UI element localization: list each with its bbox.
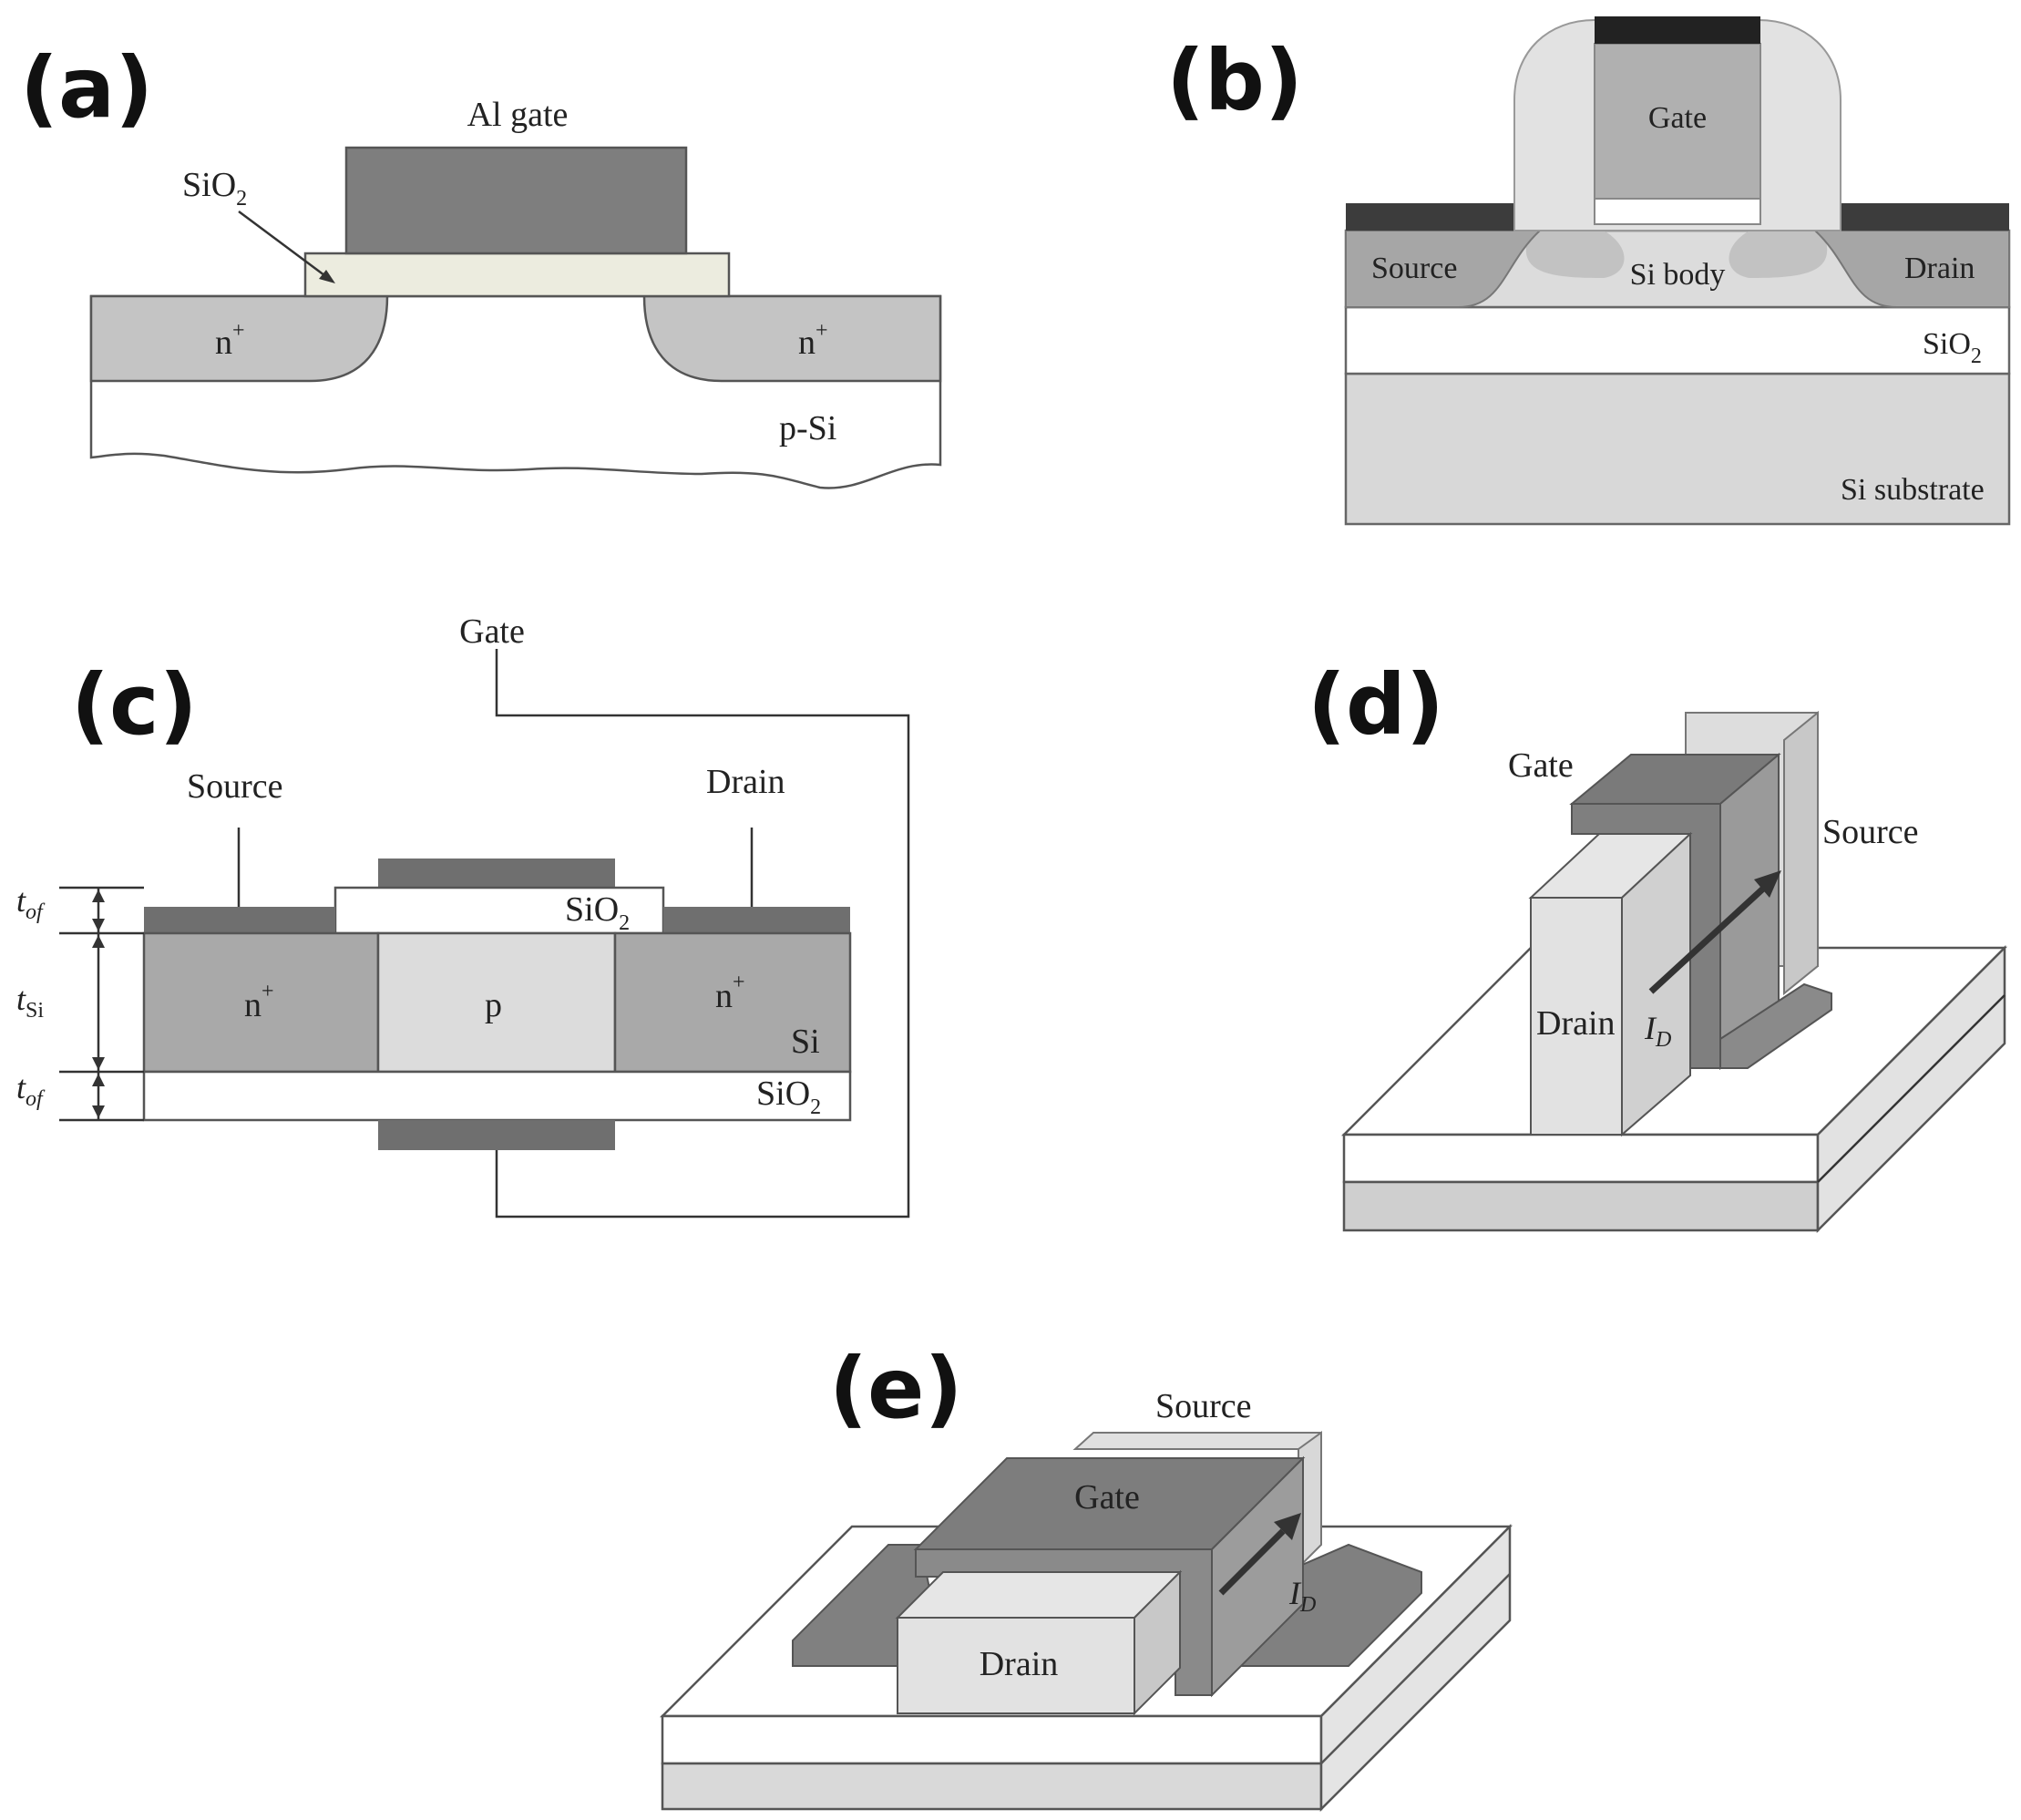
sio2-pointer-line xyxy=(238,210,329,280)
panel-e-label: (e) xyxy=(829,1340,963,1437)
drain-silicide xyxy=(1841,203,2009,231)
drain-top xyxy=(895,1571,1183,1619)
source-contact xyxy=(144,907,335,933)
panel-c: (c) tof xyxy=(16,612,910,1218)
panel-e: (e) Source Gate Drain ID xyxy=(659,1340,1513,1813)
si-substrate-label: Si substrate xyxy=(1841,473,1985,507)
si-body-label: Si body xyxy=(1630,258,1726,292)
current-arrowhead xyxy=(1754,870,1781,898)
al-gate-label: Al gate xyxy=(467,96,569,134)
gate-silicide xyxy=(1595,16,1760,44)
t-si-label: tSi xyxy=(16,981,44,1023)
sio2-gate-oxide xyxy=(303,252,731,298)
base-slab-front-gray xyxy=(661,1762,1323,1811)
si-substrate xyxy=(1344,372,2011,526)
sio2-pointer-arrowhead xyxy=(319,270,335,283)
bottom-sio2-label: SiO2 xyxy=(756,1075,821,1119)
sio2-label: SiO2 xyxy=(182,166,247,211)
n-plus-left-label: n+ xyxy=(215,319,245,362)
p-si-label: p-Si xyxy=(779,409,836,447)
drain-region xyxy=(1812,230,2010,308)
panel-a: (a) Al gate SiO2 n+ n+ p-Si xyxy=(20,39,942,489)
base-slab-front-white xyxy=(1342,1133,1820,1184)
p-label: p xyxy=(485,986,502,1024)
t-of-top-label: tof xyxy=(16,882,46,924)
n-plus-right-region xyxy=(642,294,942,383)
current-arrow xyxy=(1648,886,1766,994)
current-label: ID xyxy=(1288,1575,1316,1617)
n-plus-left-region xyxy=(89,294,389,383)
source-extension xyxy=(1525,231,1625,278)
gate-label: Gate xyxy=(1074,1478,1140,1517)
source-region xyxy=(1345,230,1543,308)
gate-foot xyxy=(1719,982,1832,1069)
current-arrowhead xyxy=(1274,1513,1301,1540)
si-label: Si xyxy=(791,1023,820,1061)
drain-contact xyxy=(663,907,850,933)
source-fin-side xyxy=(1783,710,1819,996)
source-label: Source xyxy=(1371,252,1457,285)
source-silicide xyxy=(1346,203,1514,231)
n-plus-right-label: n+ xyxy=(798,319,828,362)
drain-front xyxy=(897,1617,1135,1714)
bottom-gate xyxy=(378,1120,615,1150)
panel-d-label: (d) xyxy=(1308,656,1444,754)
top-gate xyxy=(378,859,615,888)
gate-label: Gate xyxy=(459,612,525,651)
gate-wiring xyxy=(495,649,910,1218)
drain-label: Drain xyxy=(980,1645,1059,1683)
gate-side xyxy=(1211,1455,1304,1698)
n-plus-drain-region xyxy=(613,931,852,1074)
gate-electrode xyxy=(1594,43,1761,200)
bottom-oxide xyxy=(142,1070,852,1122)
top-oxide xyxy=(333,886,665,935)
drain-extension xyxy=(1729,231,1828,278)
panel-c-label: (c) xyxy=(71,656,198,754)
gate-label: Gate xyxy=(1648,101,1707,135)
thickness-dimensions xyxy=(59,886,144,1122)
panel-b-label: (b) xyxy=(1166,32,1303,129)
n-plus-source-region xyxy=(142,931,380,1074)
current-arrow xyxy=(1218,1528,1286,1596)
p-channel-region xyxy=(376,931,617,1074)
drain-label: Drain xyxy=(1904,252,1975,285)
source-label: Source xyxy=(1822,813,1919,851)
t-of-bottom-label: tof xyxy=(16,1069,46,1111)
current-label: ID xyxy=(1644,1010,1671,1052)
base-slab-front-white xyxy=(661,1714,1323,1765)
drain-label: Drain xyxy=(706,763,785,801)
source-label: Source xyxy=(1155,1387,1252,1425)
top-sio2-label: SiO2 xyxy=(565,890,630,935)
base-slab-front-gray xyxy=(1342,1180,1820,1232)
gate-oxide xyxy=(1594,198,1761,225)
drain-front xyxy=(1530,897,1623,1136)
source-fin-top xyxy=(1072,1432,1322,1450)
al-gate xyxy=(344,146,688,255)
sio2-label: SiO2 xyxy=(1923,327,1982,368)
panel-b: (b) Gate Source Si body Drain SiO2 Si su… xyxy=(1166,16,2011,526)
buried-oxide xyxy=(1344,305,2011,375)
panel-a-label: (a) xyxy=(20,39,153,137)
gate-label: Gate xyxy=(1508,746,1574,785)
n-plus-right-label: n+ xyxy=(715,971,745,1015)
n-plus-left-label: n+ xyxy=(244,980,274,1024)
drain-label: Drain xyxy=(1536,1004,1616,1043)
source-label: Source xyxy=(187,767,283,806)
panel-d: (d) Gate Source Drain ID xyxy=(1308,656,2008,1234)
drain-side xyxy=(1134,1569,1181,1716)
